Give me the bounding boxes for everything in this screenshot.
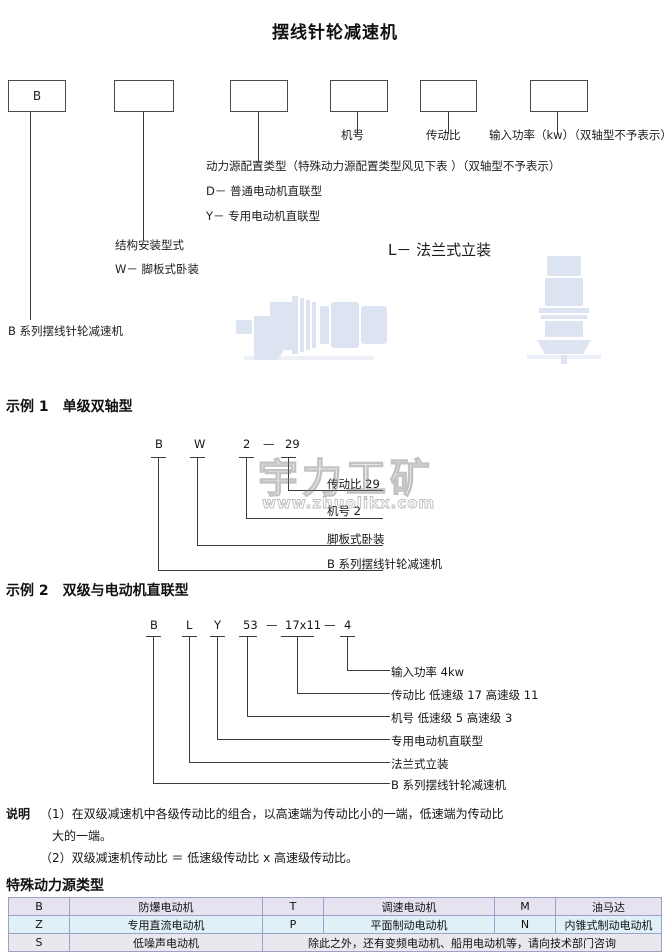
- table-cell-name: 防爆电动机: [69, 897, 263, 916]
- example2-code-char-2: Y: [214, 618, 222, 632]
- model-box-1[interactable]: B: [8, 80, 66, 112]
- table-cell-name: 调速电动机: [323, 897, 495, 916]
- example1-leader-v-mount: [197, 457, 198, 545]
- example1-code-char-0: B: [155, 437, 163, 451]
- example1-code-char-1: W: [194, 437, 206, 451]
- example2-code-dash-0: —: [266, 618, 278, 632]
- label-series: B 系列摆线针轮减速机: [8, 324, 124, 338]
- page-title: 摆线针轮减速机: [272, 23, 398, 43]
- model-box-5[interactable]: [420, 80, 477, 112]
- example2-leader-h-ratio: [297, 693, 390, 694]
- table-cell-code: M: [494, 897, 556, 916]
- table-cell-code: T: [262, 897, 324, 916]
- model-box-6[interactable]: [530, 80, 588, 112]
- notes-item1-line1: （1）在双级减速机中各级传动比的组合，以高速端为传动比小的一端，低速端为传动比: [40, 807, 504, 821]
- table-row: B 防爆电动机 T 调速电动机 M 油马达: [8, 897, 662, 916]
- table-cell-name: 专用直流电动机: [69, 915, 263, 934]
- example2-leader-h-coupling: [217, 739, 390, 740]
- special-power-source-table: B 防爆电动机 T 调速电动机 M 油马达 Z 专用直流电动机 P 平面制动电动…: [8, 897, 662, 952]
- example1-leader-h-ratio: [288, 490, 383, 491]
- label-mount-w: W－ 脚板式卧装: [115, 262, 200, 276]
- example1-leader-h-series: [158, 570, 383, 571]
- notes-label: 说明: [6, 807, 31, 821]
- table-cell-name: 油马达: [555, 897, 662, 916]
- leader-line-box3: [258, 112, 259, 162]
- leader-line-box6: [557, 112, 558, 134]
- example2-leader-h-power: [347, 670, 390, 671]
- example2-tick-3: [239, 636, 257, 637]
- example1-code-dash-0: —: [263, 437, 275, 451]
- table-cell-name: 内锥式制动电动机: [555, 915, 662, 934]
- example2-leader-label-coupling: 专用电动机直联型: [391, 734, 483, 748]
- notes-item1-line2: 大的一端。: [52, 829, 113, 843]
- table-cell-note: 除此之外，还有变频电动机、船用电动机等，请向技术部门咨询: [262, 933, 662, 952]
- example1-heading: 示例 1 单级双轴型: [6, 399, 133, 415]
- example1-leader-label-mount: 脚板式卧装: [327, 532, 385, 546]
- model-box-3[interactable]: [230, 80, 288, 112]
- example2-leader-h-frame: [247, 716, 390, 717]
- table-row: Z 专用直流电动机 P 平面制动电动机 N 内锥式制动电动机: [8, 915, 662, 934]
- table-heading: 特殊动力源类型: [6, 878, 104, 894]
- example2-leader-h-series: [153, 783, 390, 784]
- example2-code-char-4: 17x11: [285, 618, 322, 632]
- example2-code-char-5: 4: [344, 618, 352, 632]
- vertical-flange-gearbox-illustration: [527, 256, 601, 364]
- table-cell-name: 平面制动电动机: [323, 915, 495, 934]
- leader-line-box1: [30, 112, 31, 320]
- example2-leader-v-frame: [247, 636, 248, 716]
- example1-leader-v-ratio: [288, 457, 289, 490]
- example1-leader-label-frame: 机号 2: [327, 504, 361, 518]
- notes-item2: （2）双级减速机传动比 ＝ 低速级传动比 x 高速级传动比。: [40, 851, 358, 865]
- example1-leader-h-frame: [246, 518, 383, 519]
- example2-leader-label-frame: 机号 低速级 5 高速级 3: [391, 711, 513, 725]
- example1-code-char-3: 29: [285, 437, 300, 451]
- table-cell-code: P: [262, 915, 324, 934]
- example2-code-char-3: 53: [243, 618, 258, 632]
- label-power-source-title: 动力源配置类型（特殊动力源配置类型风见下表 ）（双轴型不予表示）: [206, 159, 561, 173]
- example1-leader-h-mount: [197, 545, 383, 546]
- example2-code-dash-1: —: [324, 618, 336, 632]
- example2-heading: 示例 2 双级与电动机直联型: [6, 583, 189, 599]
- table-cell-code: Z: [8, 915, 70, 934]
- horizontal-gearbox-illustration: [236, 296, 387, 360]
- watermark-text: 宇力工矿: [257, 455, 434, 502]
- example1-leader-label-series: B 系列摆线针轮减速机: [327, 557, 443, 571]
- table-cell-code: B: [8, 897, 70, 916]
- model-box-2[interactable]: [114, 80, 174, 112]
- example2-leader-v-ratio: [297, 636, 298, 693]
- example2-leader-label-flange: 法兰式立装: [391, 757, 449, 771]
- label-frame-no: 机号: [341, 128, 364, 142]
- label-power-y: Y－ 专用电动机直联型: [206, 209, 321, 223]
- example2-leader-v-coupling: [217, 636, 218, 739]
- example2-leader-label-series: B 系列摆线针轮减速机: [391, 778, 507, 792]
- example1-leader-label-ratio: 传动比 29: [327, 477, 380, 491]
- example2-leader-v-series: [153, 636, 154, 783]
- leader-line-box2: [143, 112, 144, 240]
- model-box-4[interactable]: [330, 80, 388, 112]
- label-mount-type-title: 结构安装型式: [115, 238, 184, 252]
- label-power-d: D－ 普通电动机直联型: [206, 184, 323, 198]
- example2-leader-v-flange: [189, 636, 190, 762]
- example1-leader-v-frame: [246, 457, 247, 518]
- label-input-power: 输入功率（kw）（双轴型不予表示）: [489, 128, 670, 142]
- label-mount-l: L－ 法兰式立装: [388, 241, 492, 259]
- example2-leader-h-flange: [189, 762, 390, 763]
- example2-code-char-1: L: [186, 618, 193, 632]
- example1-code-char-2: 2: [243, 437, 251, 451]
- label-ratio: 传动比: [426, 128, 461, 142]
- example1-leader-v-series: [158, 457, 159, 570]
- leader-line-box4: [357, 112, 358, 134]
- example2-leader-label-power: 输入功率 4kw: [391, 665, 465, 679]
- example2-code-char-0: B: [150, 618, 158, 632]
- example2-leader-v-power: [347, 636, 348, 670]
- example2-leader-label-ratio: 传动比 低速级 17 高速级 11: [391, 688, 539, 702]
- leader-line-box5: [448, 112, 449, 134]
- table-cell-code: N: [494, 915, 556, 934]
